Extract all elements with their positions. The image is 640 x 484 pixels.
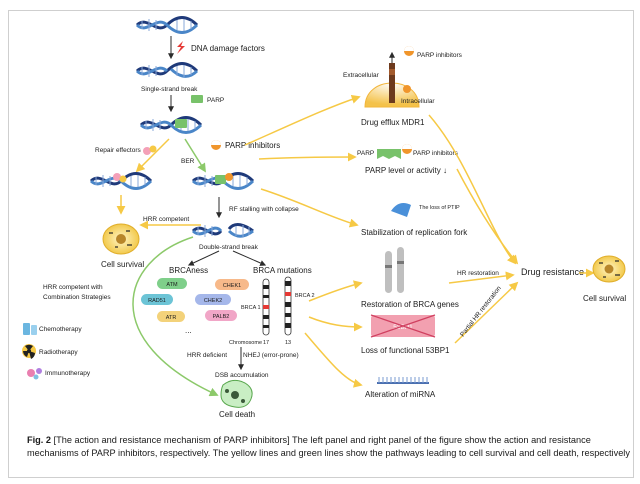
dna-helix-ssb	[135, 62, 199, 78]
gene-palb2: PALB2	[205, 310, 237, 321]
hrr-competent-label: HRR competent	[143, 216, 189, 223]
cell-death-label: Cell death	[219, 410, 255, 419]
brca-restoration-icon	[385, 247, 404, 293]
dna-helix-parp	[139, 116, 203, 134]
svg-text:ATR: ATR	[166, 315, 177, 321]
restoration-brca-label: Restoration of BRCA genes	[361, 300, 459, 309]
ptip-icon	[391, 203, 411, 217]
parp-inhibitors-mid-label: PARP inhibitors	[225, 141, 280, 150]
dsb-label: Double-strand break	[199, 244, 259, 251]
rf-stalling-label: RF stalling with collapse	[229, 206, 299, 213]
ber-label: BER	[181, 158, 195, 165]
partial-hr-label: Partial HR restoration	[459, 285, 503, 339]
gene-atm: ATM	[157, 278, 187, 289]
53bp1-icon: 53BP1	[370, 314, 436, 338]
chr17-label: 17	[263, 340, 269, 346]
hrr-combo-label-2: Combination Strategies	[43, 294, 111, 301]
gene-ellipsis: ...	[185, 326, 192, 335]
chromosome-label: Chromosome	[229, 340, 262, 346]
dna-helix-repaired	[89, 172, 153, 190]
cell-survival-icon-right	[592, 255, 626, 283]
immunotherapy-icon	[27, 368, 42, 380]
dna-helix-trapped	[191, 172, 255, 190]
hrr-deficient-label: HRR deficient	[187, 352, 227, 359]
gene-atr: ATR	[157, 311, 185, 322]
nhej-label: NHEJ (error-prone)	[243, 352, 299, 359]
mirna-icon	[377, 377, 429, 384]
parp-level-label: PARP level or activity ↓	[365, 166, 447, 175]
parp-label: PARP	[207, 97, 224, 104]
dna-damage-label: DNA damage factors	[191, 44, 265, 53]
intracellular-label: Intracellular	[401, 98, 435, 105]
cell-survival-left-label: Cell survival	[101, 260, 144, 269]
gene-rad51: RAD51	[141, 294, 173, 305]
cell-death-icon	[220, 379, 253, 408]
parp-small-label: PARP	[357, 150, 374, 157]
drug-resistance-label: Drug resistance	[521, 267, 584, 277]
repair-effector-icon	[143, 147, 151, 155]
dsb-accumulation-label: DSB accumulation	[215, 372, 269, 379]
dna-helix-dsb	[191, 223, 254, 238]
extracellular-label: Extracellular	[343, 72, 380, 79]
brcaness-label: BRCAness	[169, 266, 208, 275]
parp-inhibitors-top-label: PARP inhibitors	[417, 52, 463, 59]
parp-protein-icon	[191, 95, 203, 103]
mirna-label: Alteration of miRNA	[365, 390, 436, 399]
svg-text:CHEK2: CHEK2	[204, 298, 222, 304]
svg-text:CHEK1: CHEK1	[223, 283, 241, 289]
parp-inhibitors-right-label: PARP inhibitors	[413, 150, 459, 157]
brca1-label: BRCA 1	[241, 305, 261, 311]
svg-text:ATM: ATM	[166, 282, 178, 288]
immunotherapy-label: Immunotherapy	[45, 370, 91, 377]
chromosome-17	[262, 278, 270, 336]
parp-mechanism-diagram: DNA damage factors Single-strand break P…	[22, 16, 626, 419]
caption-text: [The action and resistance mechanism of …	[27, 435, 630, 458]
stabilization-label: Stabilization of replication fork	[361, 228, 468, 237]
ssb-label: Single-strand break	[141, 86, 198, 93]
cell-survival-icon-left	[102, 223, 140, 255]
damage-bolt-icon	[177, 41, 185, 54]
svg-text:RAD51: RAD51	[148, 298, 166, 304]
figure-caption: Fig. 2 [The action and resistance mechan…	[27, 434, 631, 459]
chromosome-13	[284, 276, 292, 336]
figure-number: Fig. 2	[27, 435, 51, 445]
brca2-label: BRCA 2	[295, 293, 315, 299]
brca-mutations-label: BRCA mutations	[253, 266, 312, 275]
repair-effectors-label: Repair effectors	[95, 147, 142, 154]
ptip-loss-label: The loss of PTIP	[419, 205, 460, 211]
cell-survival-right-label: Cell survival	[583, 294, 626, 303]
parp-protein-right	[377, 149, 401, 159]
gene-chek1: CHEK1	[215, 279, 249, 290]
dna-helix-top	[135, 16, 199, 34]
chemotherapy-icon	[23, 323, 37, 335]
chr13-label: 13	[285, 340, 291, 346]
chemotherapy-label: Chemotherapy	[39, 326, 82, 333]
hr-restoration-label: HR restoration	[457, 270, 499, 277]
hrr-combo-label-1: HRR competent with	[43, 284, 103, 291]
svg-text:PALB2: PALB2	[213, 314, 230, 320]
figure-frame: DNA damage factors Single-strand break P…	[8, 10, 634, 478]
svg-text:53BP1: 53BP1	[393, 324, 413, 331]
radiotherapy-label: Radiotherapy	[39, 349, 78, 356]
radiotherapy-icon	[22, 344, 36, 359]
drug-efflux-label: Drug efflux MDR1	[361, 118, 425, 127]
loss-53bp1-label: Loss of functional 53BP1	[361, 346, 450, 355]
gene-chek2: CHEK2	[195, 294, 231, 305]
